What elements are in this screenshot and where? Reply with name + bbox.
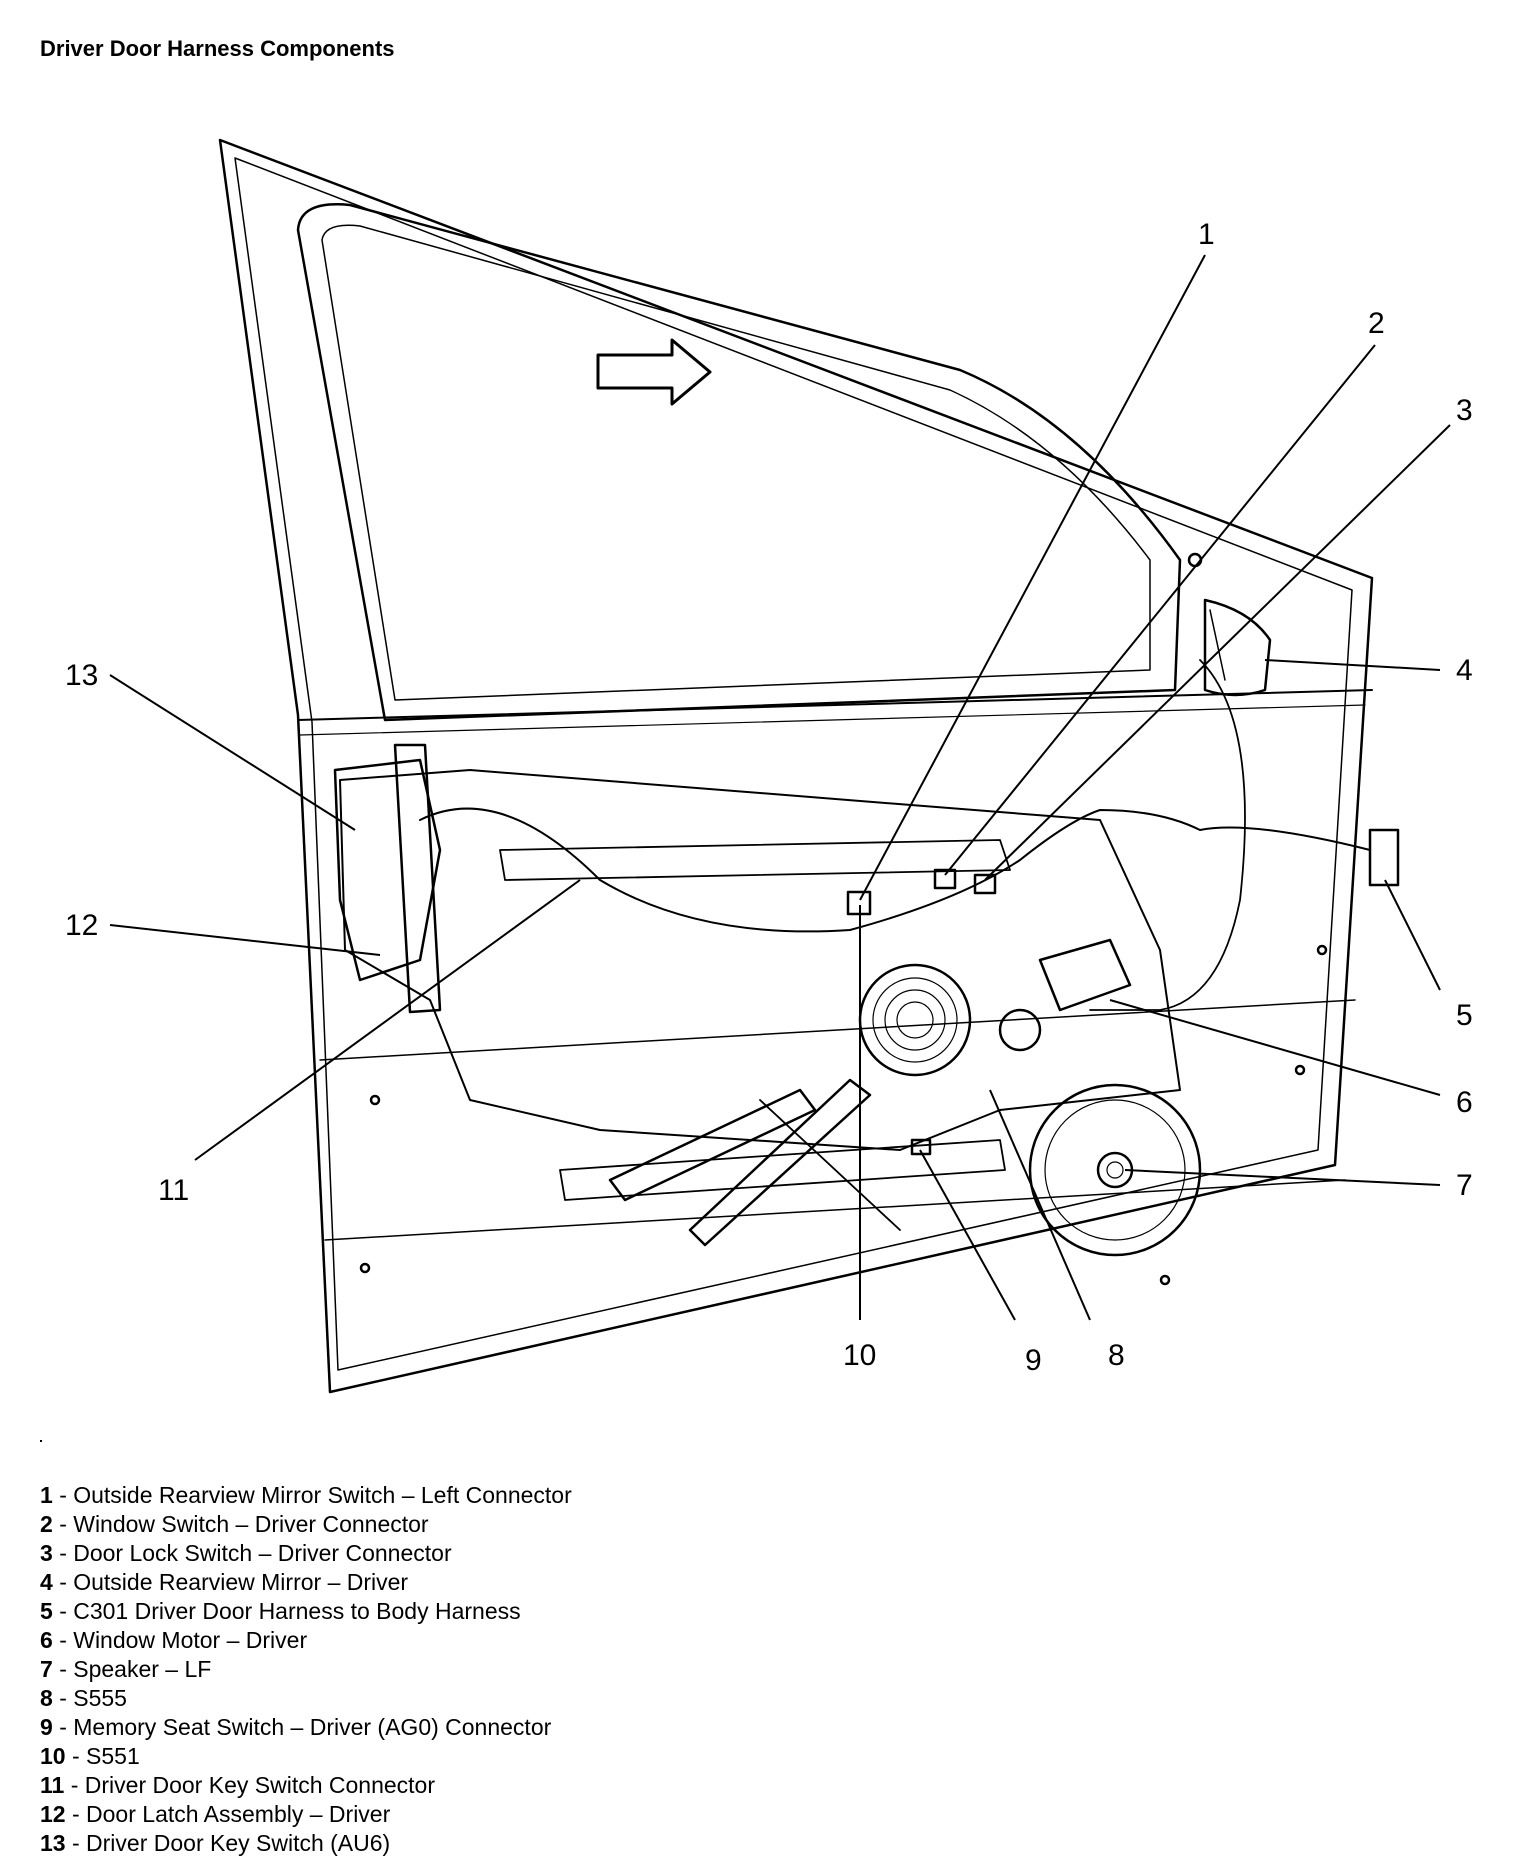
legend-item: 7 - Speaker – LF [40,1656,212,1682]
c301-connector [1368,828,1400,887]
door-lock-switch-connector [973,873,997,895]
callout-2: 2 [1368,307,1385,340]
door-inner-edge [234,157,1353,1371]
stray-dot [40,1440,42,1442]
legend-item: 6 - Window Motor – Driver [40,1627,308,1653]
belt-line [297,689,1373,721]
leader-11 [194,879,581,1161]
callout-7: 7 [1456,1169,1473,1202]
leader-8 [989,1089,1091,1321]
callout-12: 12 [65,909,98,942]
leader-13 [109,674,356,831]
speaker [1028,1083,1202,1257]
regulator-rail-lower [559,1139,1006,1201]
door-module [339,769,1181,1151]
callout-11: 11 [158,1174,189,1207]
window-switch-connector [933,868,957,890]
mirror-mount [1203,598,1272,697]
regulator-arm-a [608,1088,817,1202]
wire-harness [419,807,1371,933]
callout-5: 5 [1456,999,1473,1032]
window-glass [321,224,1151,701]
legend-item: 9 - Memory Seat Switch – Driver (AG0) Co… [40,1714,552,1740]
callout-13: 13 [65,659,98,692]
callout-3: 3 [1456,394,1473,427]
legend-item: 11 - Driver Door Key Switch Connector [40,1772,436,1798]
leader-1 [859,254,1206,901]
forward-arrow [596,338,712,406]
leader-3 [984,424,1451,881]
leader-5 [1384,879,1441,991]
memory-seat-connector [910,1138,932,1156]
legend-item: 4 - Outside Rearview Mirror – Driver [40,1569,409,1595]
legend-item: 12 - Door Latch Assembly – Driver [40,1801,391,1827]
regulator-rail-upper [499,839,1011,881]
callout-1: 1 [1198,218,1215,251]
lower-panel-line [319,999,1356,1061]
callout-8: 8 [1108,1339,1125,1372]
leader-4 [1264,659,1441,671]
leader-7 [1124,1169,1441,1186]
legend-item: 8 - S555 [40,1685,127,1711]
legend-item: 1 - Outside Rearview Mirror Switch – Lef… [40,1482,572,1508]
leader-9 [919,1149,1016,1321]
callout-4: 4 [1456,654,1473,687]
window-motor [1038,938,1132,1012]
leader-12 [109,924,381,956]
callout-9: 9 [1025,1344,1042,1377]
door-outline [218,138,1374,1394]
legend-item: 3 - Door Lock Switch – Driver Connector [40,1540,452,1566]
legend-item: 5 - C301 Driver Door Harness to Body Har… [40,1598,521,1624]
regulator-arm-b [688,1078,872,1247]
window-motor-spiral [858,963,972,1077]
leader-2 [944,344,1376,876]
legend-item: 13 - Driver Door Key Switch (AU6) [40,1830,391,1856]
leader-6 [1109,999,1441,1096]
door-diagram: 1 2 3 4 5 6 7 8 9 10 11 12 13 [65,138,1473,1394]
legend-item: 10 - S551 [40,1743,140,1769]
latch-assembly [333,758,442,982]
legend-item: 2 - Window Switch – Driver Connector [40,1511,429,1537]
component-legend: 1 - Outside Rearview Mirror Switch – Lef… [40,1481,572,1858]
window-frame [296,203,1182,722]
page-title: Driver Door Harness Components [40,36,395,61]
callout-10: 10 [843,1339,876,1372]
callout-6: 6 [1456,1086,1473,1119]
